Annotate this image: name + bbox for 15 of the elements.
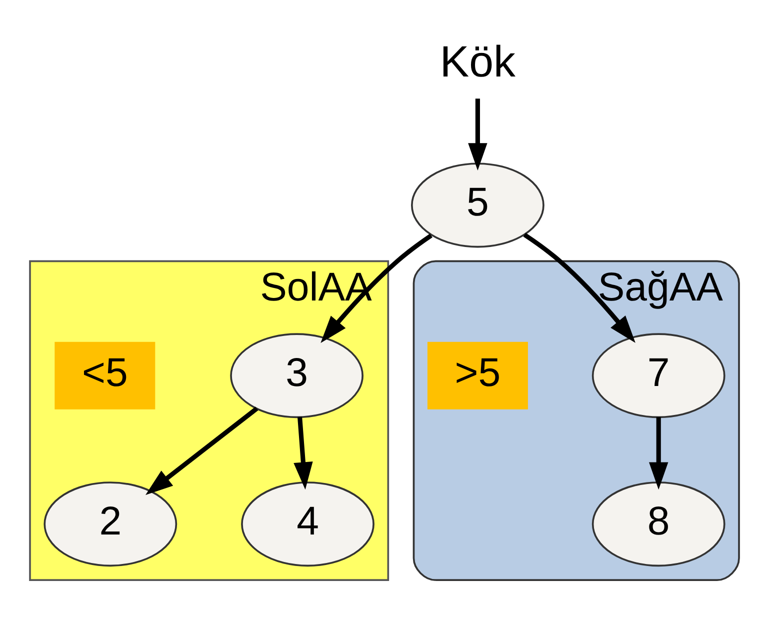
node-ellipse: 7 <box>592 332 726 418</box>
arrow <box>320 233 432 342</box>
node-box: <5 <box>54 341 156 409</box>
node-text: Kök <box>440 37 516 86</box>
node-ellipse: 5 <box>411 162 544 248</box>
arrow <box>146 406 258 495</box>
arrow <box>523 232 636 342</box>
node-ellipse: 3 <box>230 332 364 418</box>
node-ellipse: 8 <box>592 481 726 566</box>
node-box: >5 <box>427 341 528 409</box>
node-ellipse: 4 <box>241 481 374 566</box>
arrow <box>294 416 313 490</box>
node-ellipse: 2 <box>44 481 178 566</box>
arrow <box>648 416 668 490</box>
arrow <box>468 98 488 170</box>
